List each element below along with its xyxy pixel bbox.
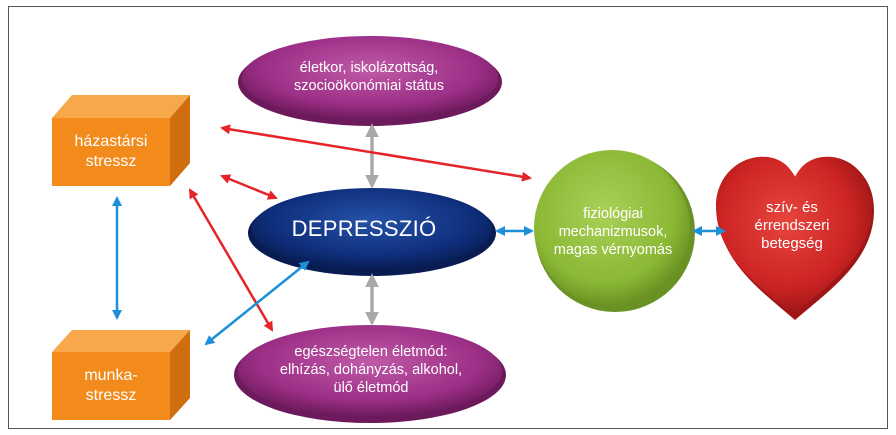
physiology-label: fiziológiai mechanizmusok, magas vérnyom…	[530, 176, 696, 290]
lifestyle-line-3: ülő életmód	[333, 379, 409, 396]
heart-line-1: szív- és	[766, 198, 818, 216]
family-stress-line-1: házastársi	[74, 133, 148, 151]
work-stress-line-2: stressz	[85, 387, 137, 404]
physiology-line-2: mechanizmusok,	[558, 224, 668, 241]
family-stress-label: házastársi stressz	[52, 118, 170, 186]
lifestyle-ellipse	[234, 325, 506, 423]
heart-label: szív- és érrendszeri betegség	[718, 176, 866, 276]
family-stress-box	[52, 95, 190, 186]
demographics-ellipse	[238, 36, 502, 126]
heart-line-2: érrendszeri	[754, 216, 830, 234]
heart-line-3: betegség	[761, 235, 823, 253]
arrow-work-depression	[204, 260, 310, 346]
demographics-line-2: szocioökonómiai státus	[294, 78, 444, 94]
family-stress-line-2: stressz	[85, 153, 137, 170]
heart-shape	[716, 156, 874, 320]
arrow-family-depression	[220, 174, 278, 200]
lifestyle-label: egészségtelen életmód: elhízás, dohányzá…	[236, 336, 506, 406]
demographics-label: életkor, iskolázottság, szocioökonómiai …	[248, 52, 490, 104]
arrow-family-physiology	[220, 124, 532, 182]
work-stress-box	[52, 330, 190, 420]
work-stress-label: munka- stressz	[52, 352, 170, 420]
demographics-line-1: életkor, iskolázottság,	[299, 60, 439, 77]
physiology-line-3: magas vérnyomás	[553, 241, 673, 258]
diagram-frame	[8, 6, 888, 429]
work-stress-line-1: munka-	[84, 367, 138, 385]
lifestyle-line-2: elhízás, dohányzás, alkohol,	[279, 362, 463, 379]
physiology-circle	[534, 150, 695, 312]
depression-label: DEPRESSZIÓ	[291, 215, 437, 241]
physiology-line-1: fiziológiai	[583, 206, 643, 223]
depression-ellipse	[248, 188, 496, 276]
lifestyle-line-1: egészségtelen életmód:	[294, 344, 448, 361]
